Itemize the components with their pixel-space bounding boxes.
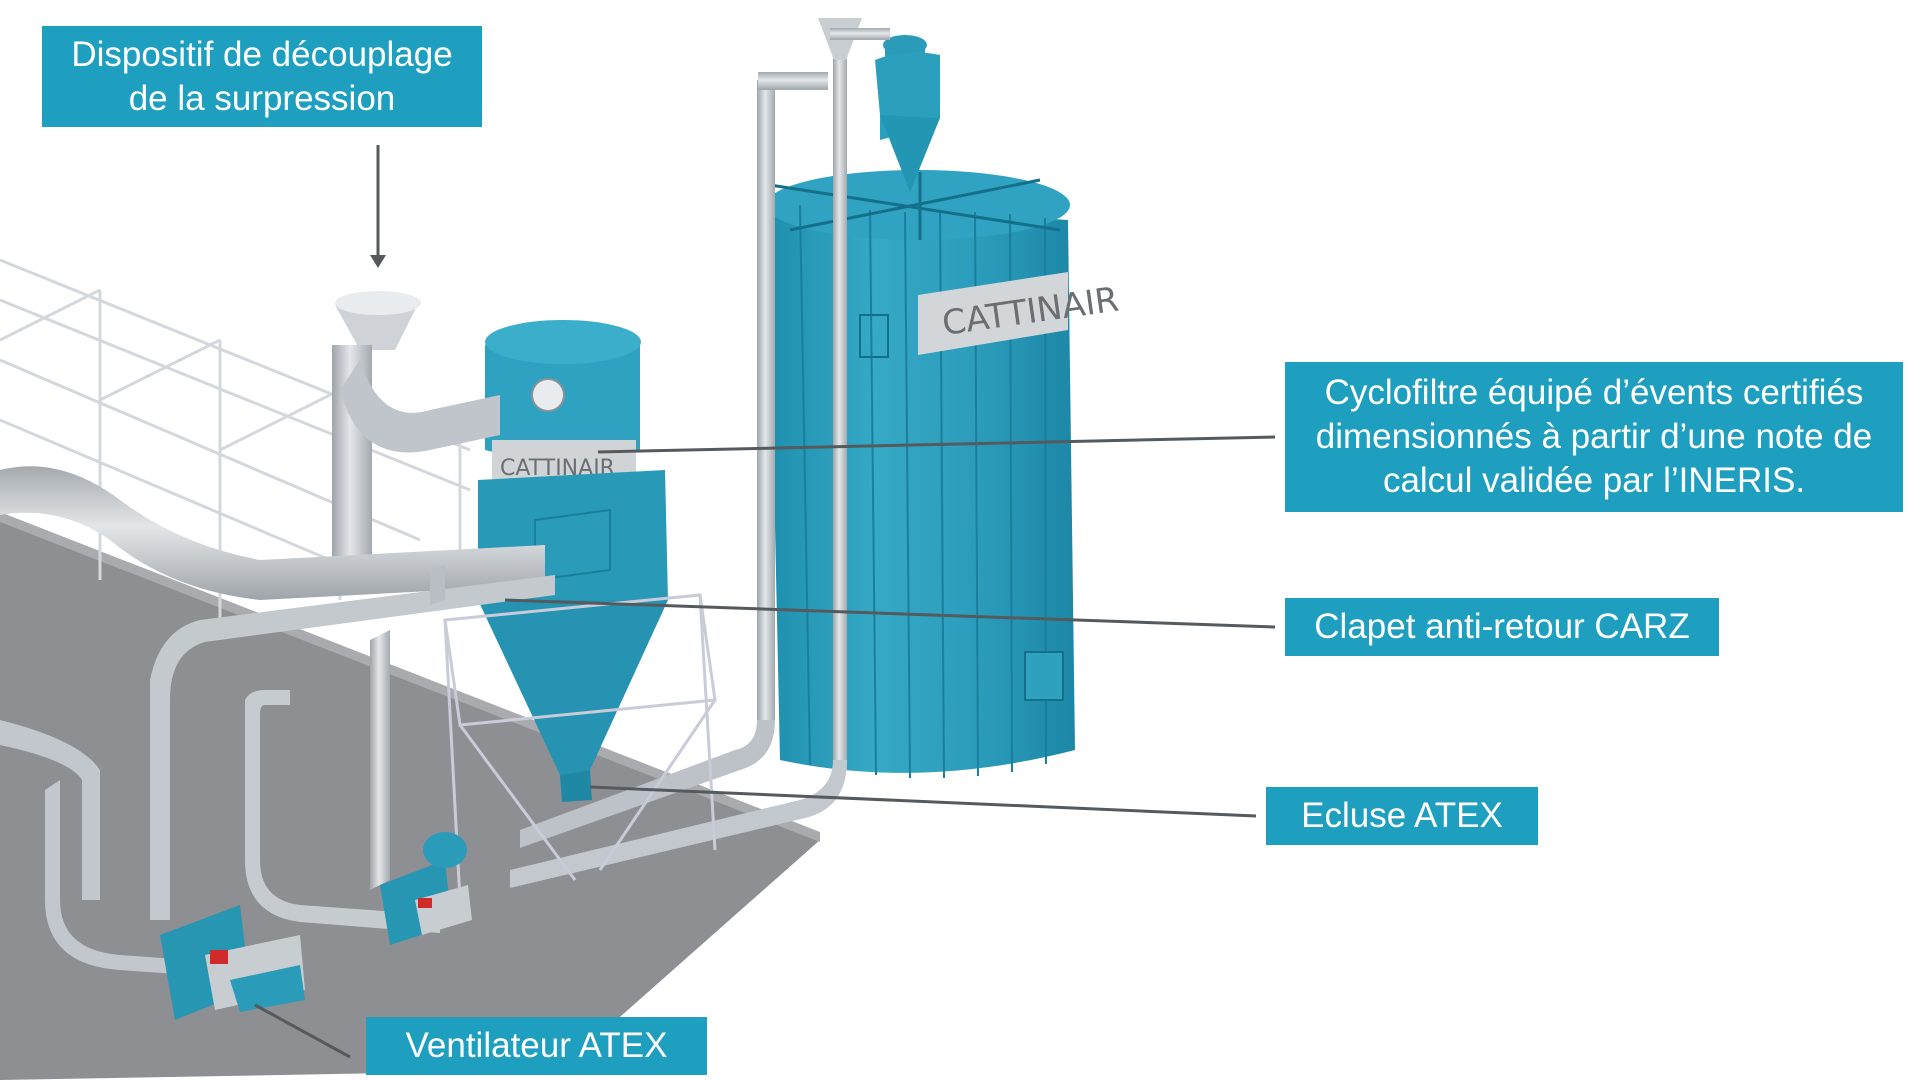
callout-cyclofiltre-line-1: Cyclofiltre équipé d’évents certifiés bbox=[1324, 373, 1864, 412]
decoupling-arrowhead bbox=[370, 255, 386, 268]
callout-ventilateur-label: Ventilateur ATEX bbox=[405, 1026, 668, 1065]
main-ducting bbox=[0, 466, 555, 975]
decoupling-stack bbox=[332, 291, 500, 565]
callout-cyclofiltre-line-2: dimensionnés à partir d’une note de bbox=[1315, 417, 1873, 456]
callout-ecluse-label: Ecluse ATEX bbox=[1301, 796, 1503, 835]
silo: CATTINAIR bbox=[766, 170, 1121, 779]
floor-edge bbox=[0, 512, 820, 842]
callout-cyclofiltre-line-3: calcul validée par l’INERIS. bbox=[1382, 461, 1806, 500]
leader-lines bbox=[254, 145, 1276, 1059]
callout-cyclofiltre: Cyclofiltre équipé d’évents certifiés di… bbox=[1285, 362, 1903, 512]
top-cyclone bbox=[875, 35, 940, 192]
vertical-ducts bbox=[510, 18, 890, 888]
callout-ecluse: Ecluse ATEX bbox=[1266, 787, 1538, 845]
callout-decouplage: Dispositif de découplage de la surpressi… bbox=[42, 26, 482, 127]
atex-fan-left bbox=[160, 905, 305, 1020]
cyclofiltre: CATTINAIR bbox=[478, 320, 668, 802]
callout-decouplage-line-1: Dispositif de découplage bbox=[71, 34, 453, 74]
callout-clapet-label: Clapet anti-retour CARZ bbox=[1314, 607, 1690, 646]
callout-ventilateur: Ventilateur ATEX bbox=[366, 1017, 707, 1075]
callout-decouplage-line-2: de la surpression bbox=[128, 78, 396, 118]
atex-fan-right bbox=[380, 832, 472, 945]
callout-clapet: Clapet anti-retour CARZ bbox=[1285, 598, 1719, 656]
